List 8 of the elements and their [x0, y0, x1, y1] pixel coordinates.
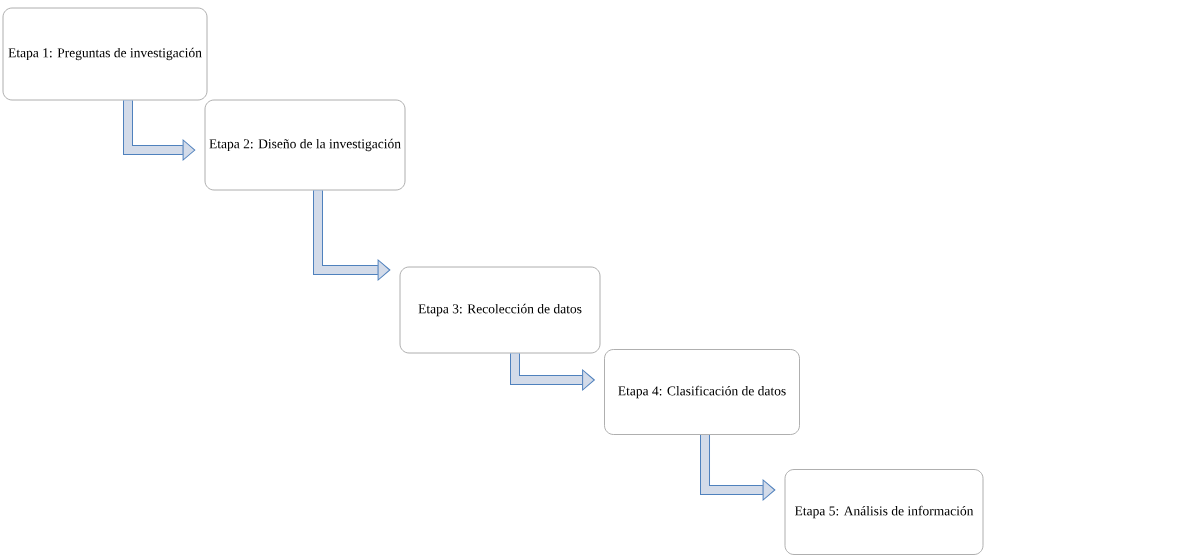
process-box: Etapa 5: Análisis de información — [784, 469, 984, 555]
process-box: Etapa 4: Clasificación de datos — [604, 349, 800, 435]
bent-arrow — [123, 100, 196, 161]
process-box: Etapa 3: Recolección de datos — [399, 266, 601, 354]
process-box: Etapa 1: Preguntas de investigación — [2, 7, 208, 101]
bent-arrow — [313, 190, 391, 281]
bent-arrow — [510, 353, 595, 391]
process-box: Etapa 2: Diseño de la investigación — [204, 99, 406, 191]
